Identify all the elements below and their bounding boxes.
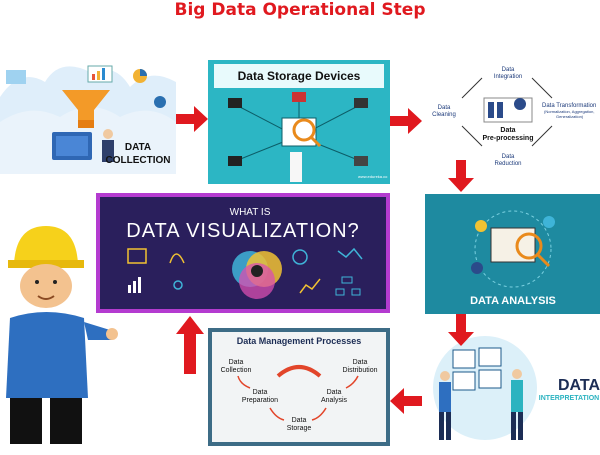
worker-illustration	[6, 226, 118, 444]
magnifier-icon	[292, 118, 316, 142]
line-chart-icon	[299, 278, 321, 294]
hard-hat-icon	[14, 226, 78, 264]
arrow-right-storage-to-preprocessing	[390, 108, 422, 134]
storage-label-1: Data	[292, 417, 307, 424]
preparation-label-2: Preparation	[242, 397, 278, 404]
data-interpretation-panel: DATA INTERPRETATION	[425, 328, 600, 446]
funnel-icon	[62, 90, 110, 120]
storage-label-2: Storage	[287, 425, 312, 432]
worker-shirt	[6, 312, 88, 398]
gear-icon	[514, 98, 526, 110]
data-management-diagram: Data Management Processes Data Collectio…	[212, 332, 386, 442]
preprocessing-label-1: Data	[500, 127, 515, 134]
visualization-line2: DATA VISUALIZATION?	[126, 220, 360, 242]
data-interpretation-illustration: DATA INTERPRETATION	[433, 336, 600, 440]
visualization-line1: WHAT IS	[230, 207, 271, 218]
flow-arrow	[269, 407, 285, 421]
data-collection-illustration: DATA COLLECTION	[0, 65, 176, 174]
transformation-label-1: Data Transformation	[542, 103, 596, 109]
bell-curve-icon	[169, 253, 185, 264]
cleaning-label-1: Data	[438, 105, 451, 111]
arrow-down-analysis-to-interpretation	[448, 314, 474, 346]
dashboard-icon	[452, 371, 476, 391]
drive-icon	[354, 98, 368, 108]
distribution-label-2: Distribution	[342, 367, 377, 374]
magnifier-icon	[515, 232, 543, 260]
reduction-label-2: Reduction	[494, 161, 521, 167]
data-management-panel: Data Management Processes Data Collectio…	[208, 328, 390, 446]
data-storage-title: Data Storage Devices	[238, 69, 361, 83]
diagram-title: Big Data Operational Step	[174, 0, 426, 20]
disk-icon	[228, 156, 242, 166]
person-icon	[440, 371, 450, 381]
data-storage-illustration: Data Storage Devices www.edureka.co	[208, 60, 390, 184]
flow-arrow	[345, 375, 359, 389]
data-visualization-panel: WHAT IS DATA VISUALIZATION?	[96, 193, 390, 313]
collection-label-1: Data	[229, 359, 244, 366]
data-management-title: Data Management Processes	[237, 336, 362, 346]
data-interpretation-line2: INTERPRETATION	[539, 395, 599, 402]
dashboard-icon	[478, 347, 502, 367]
collection-label-2: Collection	[221, 367, 252, 374]
hierarchy-icon	[341, 276, 353, 284]
chart-icon	[6, 70, 26, 84]
flow-arrow	[237, 375, 251, 389]
worker-figure	[0, 218, 118, 450]
dashboard-icon	[452, 349, 476, 369]
distribution-label-1: Data	[353, 359, 368, 366]
donut-chart-icon	[292, 249, 308, 265]
person-icon	[512, 369, 522, 379]
preprocessing-cycle-panel: Data Pre-processing Data Integration Dat…	[422, 60, 600, 176]
hand-icon	[290, 152, 302, 182]
arrow-right-collection-to-storage	[176, 106, 208, 132]
data-storage-credit: www.edureka.co	[358, 174, 388, 179]
dashboard-icon	[478, 369, 502, 389]
data-analysis-panel: DATA ANALYSIS	[425, 194, 600, 314]
arrow-left-interpretation-to-management	[390, 388, 422, 414]
flowchart-icon	[127, 248, 147, 264]
data-storage-panel: Data Storage Devices www.edureka.co	[208, 60, 390, 184]
cleaning-label-2: Cleaning	[432, 112, 456, 118]
worker-trousers	[10, 398, 42, 444]
integration-label-1: Data	[502, 67, 515, 73]
arrow-up-management-to-visualization	[176, 316, 204, 374]
analysis-label-1: Data	[327, 389, 342, 396]
bar-chart-icon	[128, 285, 131, 293]
gauge-icon	[276, 365, 322, 378]
flow-arrow	[311, 407, 327, 421]
integration-label-2: Integration	[494, 74, 522, 80]
data-visualization-illustration: WHAT IS DATA VISUALIZATION?	[126, 207, 363, 299]
preprocessing-cycle-diagram: Data Pre-processing Data Integration Dat…	[432, 67, 596, 167]
pie-chart-icon	[475, 220, 487, 232]
data-analysis-illustration: DATA ANALYSIS	[470, 210, 556, 307]
area-chart-icon	[337, 247, 363, 260]
transformation-label-2: (Normalization, Aggregation,	[544, 109, 594, 114]
drive-icon	[228, 98, 242, 108]
arrow-down-preprocessing-to-analysis	[448, 160, 474, 192]
data-collection-line2: COLLECTION	[106, 155, 171, 166]
network-icon	[173, 280, 183, 290]
transformation-label-3: Generalization)	[556, 114, 584, 119]
data-collection-line1: DATA	[125, 142, 151, 153]
analysis-label-2: Analysis	[321, 397, 348, 404]
data-interpretation-line1: DATA	[558, 377, 600, 394]
person-icon	[103, 129, 113, 139]
data-collection-panel: DATA COLLECTION	[0, 62, 176, 174]
data-analysis-label: DATA ANALYSIS	[470, 295, 556, 307]
disk-icon	[354, 156, 368, 166]
preparation-label-1: Data	[253, 389, 268, 396]
drive-icon	[292, 92, 306, 102]
reduction-label-1: Data	[502, 154, 515, 160]
worker-face	[20, 264, 72, 308]
preprocessing-label-2: Pre-processing	[483, 135, 534, 142]
